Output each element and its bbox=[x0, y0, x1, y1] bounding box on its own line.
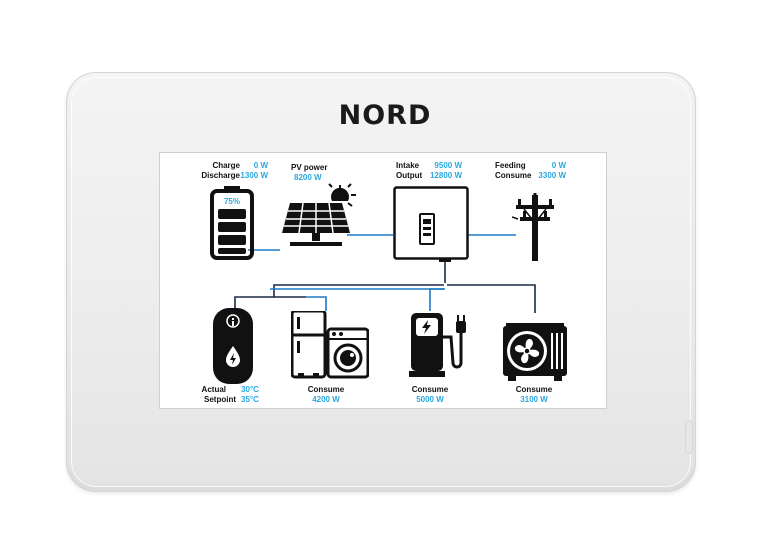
logo-text: NORD bbox=[339, 100, 432, 131]
wire-to-ev bbox=[429, 288, 445, 311]
ev-charger-value: 5000 W bbox=[416, 395, 444, 404]
boiler-actual-label: Actual bbox=[201, 385, 226, 394]
wire-to-fridge bbox=[306, 296, 327, 311]
solar-panel-icon bbox=[282, 183, 356, 246]
heat-pump-label: Consume bbox=[515, 385, 553, 394]
inverter-output-label: Output bbox=[396, 171, 423, 180]
inverter-intake-label: Intake bbox=[396, 161, 420, 170]
ev-charger-icon bbox=[409, 313, 466, 377]
battery-discharge-label: Discharge bbox=[201, 171, 240, 180]
boiler-actual-value: 30°C bbox=[241, 385, 259, 394]
boiler-setpoint-value: 35°C bbox=[241, 395, 259, 404]
heat-pump-value: 3100 W bbox=[520, 395, 548, 404]
pv-label: PV power bbox=[291, 163, 328, 172]
battery-discharge-value: 1300 W bbox=[240, 171, 268, 180]
grid-consume-label: Consume bbox=[495, 171, 532, 180]
grid-feeding-label: Feeding bbox=[495, 161, 526, 170]
boiler-setpoint-label: Setpoint bbox=[204, 395, 236, 404]
water-heater-icon bbox=[213, 308, 253, 384]
display-screen[interactable]: Charge 0 W Discharge 1300 W 75% PV power… bbox=[160, 153, 606, 408]
ev-charger-label: Consume bbox=[411, 385, 449, 394]
battery-icon bbox=[210, 186, 254, 260]
appliances-value: 4200 W bbox=[312, 395, 340, 404]
grid-consume-value: 3300 W bbox=[538, 171, 566, 180]
power-pole-icon bbox=[512, 193, 554, 261]
nord-logo: NORD bbox=[339, 100, 432, 131]
battery-charge-value: 0 W bbox=[253, 161, 268, 170]
side-button[interactable] bbox=[685, 420, 693, 454]
fridge-washer-icon bbox=[291, 311, 369, 379]
inverter-intake-value: 9500 W bbox=[434, 161, 462, 170]
pv-value: 8200 W bbox=[294, 173, 322, 182]
inverter-icon bbox=[393, 186, 469, 262]
appliances-label: Consume bbox=[307, 385, 345, 394]
heat-pump-icon bbox=[503, 323, 567, 381]
grid-feeding-value: 0 W bbox=[551, 161, 566, 170]
battery-level-text: 75% bbox=[223, 197, 240, 206]
battery-charge-label: Charge bbox=[212, 161, 240, 170]
inverter-output-value: 12800 W bbox=[429, 171, 462, 180]
wire-to-heatpump bbox=[447, 284, 536, 313]
power-flow-lines bbox=[234, 234, 536, 313]
